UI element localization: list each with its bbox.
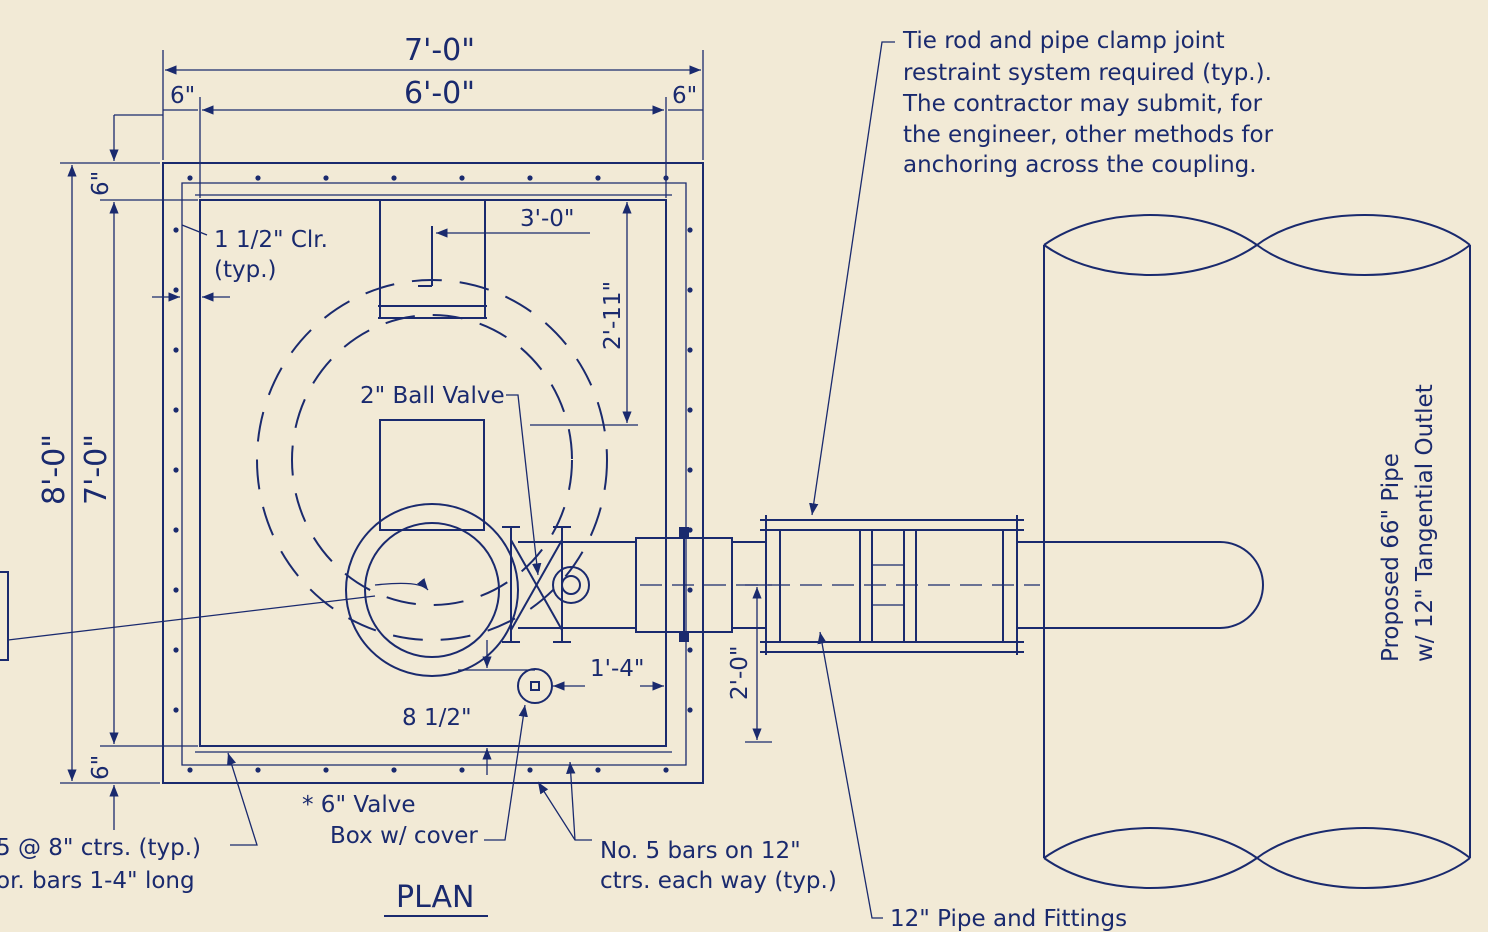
rebar-dot	[527, 767, 533, 773]
rebar-dot	[173, 287, 179, 293]
rebar-dot	[173, 647, 179, 653]
dim-valve-offset: 1'-4"	[590, 656, 644, 682]
rebar-dot	[391, 175, 397, 181]
rebar-dot	[687, 347, 693, 353]
dim-overall-width: 7'-0"	[404, 33, 475, 68]
rebar-dot	[527, 175, 533, 181]
dim-right-wall: 6"	[672, 83, 697, 109]
dim-valve-box-offset: 8 1/2"	[402, 705, 472, 731]
rebar-layout	[173, 175, 693, 773]
tie-rod-note-1: Tie rod and pipe clamp joint	[902, 28, 1225, 54]
dim-bottom-wall: 6"	[88, 755, 114, 780]
rebar-dot	[323, 767, 329, 773]
tie-rod-note-2: restraint system required (typ.).	[903, 60, 1272, 86]
valve-box	[517, 668, 553, 704]
dim-top-wall: 6"	[88, 171, 114, 196]
manhole-outline	[256, 279, 608, 641]
tie-rod-note-4: the engineer, other methods for	[903, 122, 1274, 148]
rebar-dot	[187, 175, 193, 181]
ball-valve-label: 2" Ball Valve	[360, 383, 505, 409]
main-pipe-label-2: w/ 12" Tangential Outlet	[1412, 384, 1438, 662]
rebar-dot	[187, 767, 193, 773]
rebar-dot	[459, 175, 465, 181]
tie-rod-note-3: The contractor may submit, for	[902, 91, 1263, 117]
outlet-pipe	[1017, 541, 1264, 629]
rebar-dot	[595, 175, 601, 181]
rebar-dot	[687, 227, 693, 233]
inlet-leader	[7, 595, 376, 641]
dim-lines	[60, 41, 895, 919]
support-block	[379, 419, 485, 531]
rebar-dot	[687, 647, 693, 653]
ball-valve	[502, 526, 590, 643]
rebar-dot	[687, 587, 693, 593]
rebar-dot	[173, 227, 179, 233]
dim-hatch-offset: 3'-0"	[520, 206, 574, 232]
dim-overall-length: 8'-0"	[37, 434, 72, 505]
riser-pipe	[345, 503, 519, 677]
rebar-dot	[173, 467, 179, 473]
dim-left-wall: 6"	[170, 83, 195, 109]
bars-label-1: No. 5 bars on 12"	[600, 838, 801, 864]
rebar-dot	[173, 707, 179, 713]
rebar-dot	[459, 767, 465, 773]
rebar-dot	[173, 347, 179, 353]
rebar-dot	[663, 767, 669, 773]
pipe-fittings-label: 12" Pipe and Fittings	[890, 906, 1127, 932]
dim-inner-width: 6'-0"	[404, 76, 475, 111]
rebar-dot	[687, 287, 693, 293]
dim-pipe-offset: 2'-0"	[727, 646, 753, 700]
rebar-dot	[173, 407, 179, 413]
rebar-dot	[595, 767, 601, 773]
rebar-dot	[687, 707, 693, 713]
rebar-dot	[255, 175, 261, 181]
rebar-dot	[391, 767, 397, 773]
vault-walls	[162, 162, 704, 784]
pipe-12in	[518, 527, 1040, 642]
inlet-block	[0, 571, 9, 661]
clearance-label-2: (typ.)	[214, 257, 277, 283]
rebar-dot	[255, 767, 261, 773]
corner-bars-label-2: or. bars 1-4" long	[0, 868, 195, 894]
corner-bars-label-1: 5 @ 8" ctrs. (typ.)	[0, 835, 201, 861]
rebar-dot	[687, 407, 693, 413]
rebar-dot	[323, 175, 329, 181]
dim-hatch-depth: 2'-11"	[600, 281, 626, 350]
tie-rod-note-5: anchoring across the coupling.	[903, 152, 1257, 178]
rebar-dot	[173, 527, 179, 533]
dim-inner-length: 7'-0"	[79, 434, 114, 505]
rebar-dot	[173, 587, 179, 593]
main-pipe-label-1: Proposed 66" Pipe	[1378, 453, 1404, 662]
valve-box-label-1: * 6" Valve	[302, 792, 416, 818]
valve-box-label-2: Box w/ cover	[330, 823, 478, 849]
access-hatch	[378, 200, 487, 319]
main-pipe-66in	[1043, 214, 1471, 889]
rebar-dot	[687, 467, 693, 473]
bars-label-2: ctrs. each way (typ.)	[600, 868, 837, 894]
clearance-label-1: 1 1/2" Clr.	[214, 227, 328, 253]
restrained-coupling	[760, 515, 1024, 655]
view-title: PLAN	[396, 880, 474, 915]
